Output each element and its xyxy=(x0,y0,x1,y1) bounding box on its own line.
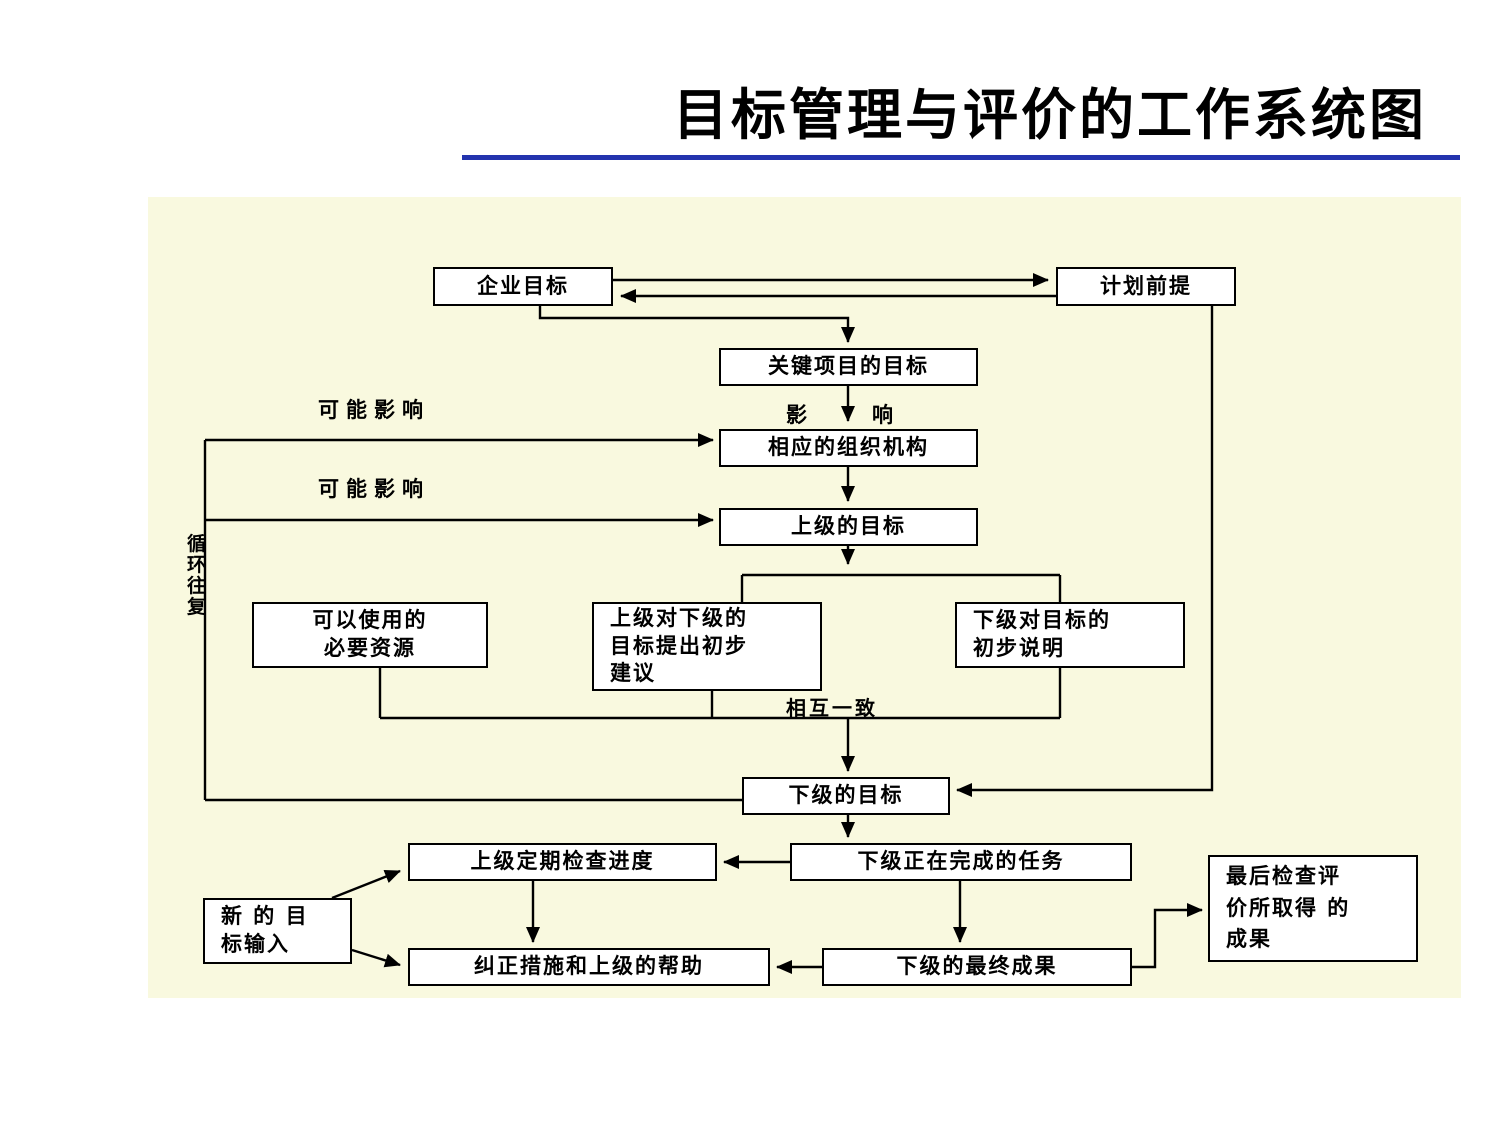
title-underline-rule xyxy=(462,155,1460,160)
node-corrective-measures: 纠正措施和上级的帮助 xyxy=(408,948,770,986)
label-influence-char-left: 影 xyxy=(786,403,807,427)
arrow-premise-feedback-to-subordinate-goals xyxy=(956,306,1214,797)
node-key-project-goals: 关键项目的目标 xyxy=(719,348,978,386)
node-subordinate-goals: 下级的目标 xyxy=(742,777,950,815)
arrow-new-goal-to-corrective xyxy=(351,948,401,968)
arrow-final-results-to-final-review xyxy=(1132,903,1203,969)
node-superior-suggestions: 上级对下级的 目标提出初步 建议 xyxy=(592,602,822,691)
arrow-new-goal-to-periodic-check xyxy=(331,869,401,900)
node-final-results: 下级的最终成果 xyxy=(822,948,1132,986)
node-available-resources: 可以使用的 必要资源 xyxy=(252,602,488,668)
label-influence-char-right: 响 xyxy=(872,403,893,427)
node-org-structure: 相应的组织机构 xyxy=(719,429,978,467)
node-final-review: 最后检查评 价所取得 的 成果 xyxy=(1208,855,1418,962)
arrow-enterprise-to-key-projects xyxy=(538,306,855,343)
label-possible-influence-1: 可能影响 xyxy=(318,398,430,422)
label-mutual-consistency: 相互一致 xyxy=(786,696,878,720)
node-subordinate-statement: 下级对目标的 初步说明 xyxy=(955,602,1185,668)
node-enterprise-goal: 企业目标 xyxy=(433,267,613,306)
label-cycle-repeat: 循 环 往 复 xyxy=(187,533,207,618)
node-periodic-check: 上级定期检查进度 xyxy=(408,843,717,881)
node-new-goal-input: 新 的 目 标输入 xyxy=(203,898,352,964)
node-superior-goals: 上级的目标 xyxy=(719,508,978,546)
label-possible-influence-2: 可能影响 xyxy=(318,477,430,501)
page-title: 目标管理与评价的工作系统图 xyxy=(672,83,1427,147)
node-planning-premise: 计划前提 xyxy=(1056,267,1236,306)
node-ongoing-tasks: 下级正在完成的任务 xyxy=(790,843,1132,881)
